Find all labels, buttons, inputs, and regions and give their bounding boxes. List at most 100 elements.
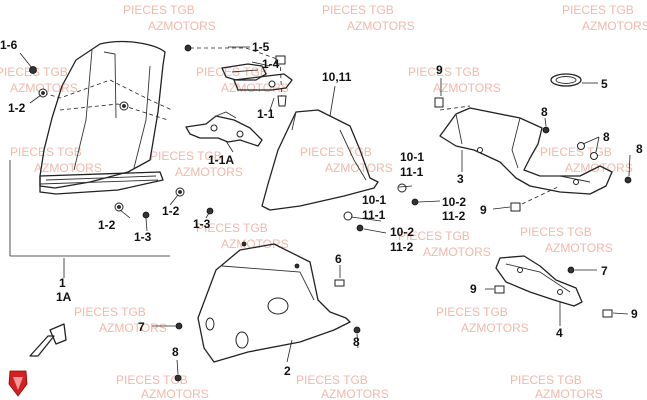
callout-label: 9 (480, 203, 487, 217)
callout-label: 11-2 (390, 240, 414, 254)
watermark-text: PIECES TGB (436, 305, 508, 319)
callout-label: 10-2 (442, 195, 466, 209)
callout-label: 1-3 (193, 217, 211, 231)
bolt (206, 207, 214, 215)
watermark-text: PIECES TGB (540, 145, 612, 159)
watermark-text: PIECES TGB (398, 229, 470, 243)
callout-label: 1-3 (134, 230, 152, 244)
watermark-text: AZMOTORS (175, 165, 243, 179)
callout-label: 1-1A (208, 153, 234, 167)
clip (334, 279, 345, 287)
screw (542, 126, 550, 134)
callout-label: 9 (436, 63, 443, 77)
callout-label: 9 (631, 307, 638, 321)
watermark-text: AZMOTORS (461, 321, 529, 335)
watermark-text: AZMOTORS (321, 387, 389, 400)
cap-part-5 (550, 73, 582, 87)
grommet (397, 183, 407, 193)
grommet (114, 202, 124, 212)
watermark-text: PIECES TGB (520, 225, 592, 239)
grommet (119, 101, 129, 111)
callout-label: 10-2 (390, 225, 414, 239)
watermark-text: PIECES TGB (510, 373, 582, 387)
screw (567, 266, 575, 274)
grommet (343, 211, 353, 221)
upper-bracket-3 (439, 105, 613, 205)
bolt (411, 198, 419, 206)
watermark-text: AZMOTORS (221, 237, 289, 251)
watermark-text: AZMOTORS (347, 19, 415, 33)
callout-label: 7 (601, 264, 608, 278)
watermark-text: AZMOTORS (423, 245, 491, 259)
watermark-text: AZMOTORS (545, 241, 613, 255)
callout-label: 8 (636, 142, 643, 156)
callout-label: 2 (284, 364, 291, 378)
watermark-pattern: PIECES TGB AZMOTORS PIECES TGB AZMOTORS … (0, 3, 647, 400)
watermark-text: PIECES TGB (10, 145, 82, 159)
lower-bracket-4 (495, 255, 583, 307)
callout-label: 8 (172, 345, 179, 359)
bolt (142, 211, 150, 219)
mount-plate-1-1a (185, 111, 263, 147)
watermark-text: PIECES TGB (408, 65, 480, 79)
nut (275, 55, 286, 65)
watermark-text: PIECES TGB (296, 373, 368, 387)
bracket-1-1 (190, 47, 293, 101)
callout-label: 1-4 (262, 57, 280, 71)
watermark-text: PIECES TGB (150, 149, 222, 163)
callout-label: 4 (556, 326, 563, 340)
watermark-text: AZMOTORS (582, 19, 647, 33)
callout-label: 11-1 (362, 208, 386, 222)
windscreen-part-1 (39, 40, 173, 195)
bolt (356, 224, 364, 232)
grommet (590, 152, 598, 160)
watermark-text: PIECES TGB (562, 3, 634, 17)
callout-label: 8 (603, 130, 610, 144)
callout-label: 1-6 (0, 38, 18, 52)
cap (277, 95, 287, 107)
watermark-text: AZMOTORS (99, 321, 167, 335)
callout-label: 1-5 (252, 40, 270, 54)
callout-label: 10,11 (322, 70, 352, 84)
direction-arrow-icon (29, 323, 67, 357)
callout-label: 5 (601, 77, 608, 91)
watermark-text: PIECES TGB (196, 221, 268, 235)
clip (510, 202, 521, 212)
watermark-text: AZMOTORS (141, 387, 209, 400)
callout-label: 1-2 (8, 101, 26, 115)
screw (175, 322, 183, 330)
watermark-text: PIECES TGB (300, 145, 372, 159)
clip (494, 285, 505, 294)
grommet (175, 187, 185, 197)
callout-label: 11-2 (442, 209, 466, 223)
callout-label: 10-1 (362, 193, 386, 207)
screw (174, 374, 182, 382)
callout-label: 6 (335, 252, 342, 266)
callout-label: 1-1 (257, 107, 275, 121)
callout-label: 1-2 (162, 204, 180, 218)
watermark-text: PIECES TGB (74, 305, 146, 319)
screw (353, 326, 361, 334)
callout-labels: 1-6 1-2 1-5 1-4 1-1 1-1A 10,11 1-2 1-2 1… (0, 38, 643, 378)
callout-label: 1-2 (98, 218, 116, 232)
clip (434, 97, 444, 108)
watermark-text: PIECES TGB (322, 3, 394, 17)
screw (29, 66, 37, 74)
watermark-text: AZMOTORS (221, 81, 289, 95)
inner-visor-10-11 (261, 109, 379, 211)
inner-panel-2 (197, 241, 351, 363)
grommet (577, 142, 585, 150)
callout-label: 3 (457, 172, 464, 186)
callout-label: 1A (56, 290, 72, 304)
clip (602, 309, 613, 318)
callout-label: 10-1 (400, 150, 424, 164)
watermark-text: AZMOTORS (148, 19, 216, 33)
watermark-text: AZMOTORS (34, 161, 102, 175)
watermark-text: PIECES TGB (116, 373, 188, 387)
washer (184, 44, 192, 52)
callout-label: 8 (541, 105, 548, 119)
brand-logo (8, 370, 28, 397)
watermark-text: AZMOTORS (565, 161, 633, 175)
callout-label: 7 (138, 320, 145, 334)
